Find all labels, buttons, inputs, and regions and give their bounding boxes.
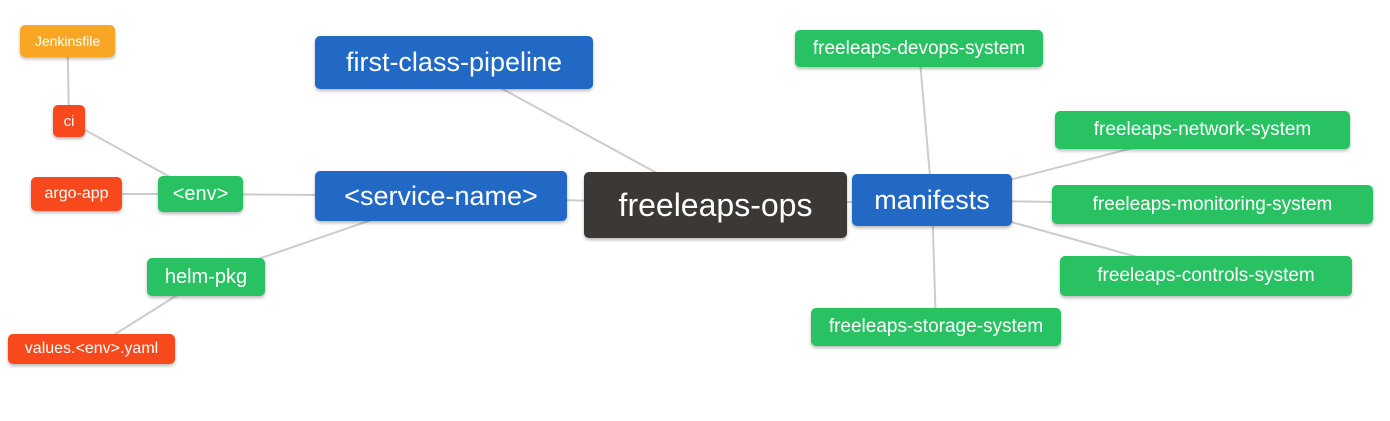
node-env[interactable]: <env> [158,176,243,212]
node-first-class-pipeline[interactable]: first-class-pipeline [315,36,593,89]
node-manifests[interactable]: manifests [852,174,1012,226]
node-freeleaps-storage-system[interactable]: freeleaps-storage-system [811,308,1061,346]
node-freeleaps-network-system[interactable]: freeleaps-network-system [1055,111,1350,149]
node-argo-app[interactable]: argo-app [31,177,122,211]
node-values-env-yaml[interactable]: values.<env>.yaml [8,334,175,364]
node-ci[interactable]: ci [53,105,85,137]
node-service-name[interactable]: <service-name> [315,171,567,221]
node-freeleaps-devops-system[interactable]: freeleaps-devops-system [795,30,1043,67]
node-freeleaps-ops[interactable]: freeleaps-ops [584,172,847,238]
node-jenkinsfile[interactable]: Jenkinsfile [20,25,115,57]
node-freeleaps-controls-system[interactable]: freeleaps-controls-system [1060,256,1352,296]
node-helm-pkg[interactable]: helm-pkg [147,258,265,296]
node-freeleaps-monitoring-system[interactable]: freeleaps-monitoring-system [1052,185,1373,224]
